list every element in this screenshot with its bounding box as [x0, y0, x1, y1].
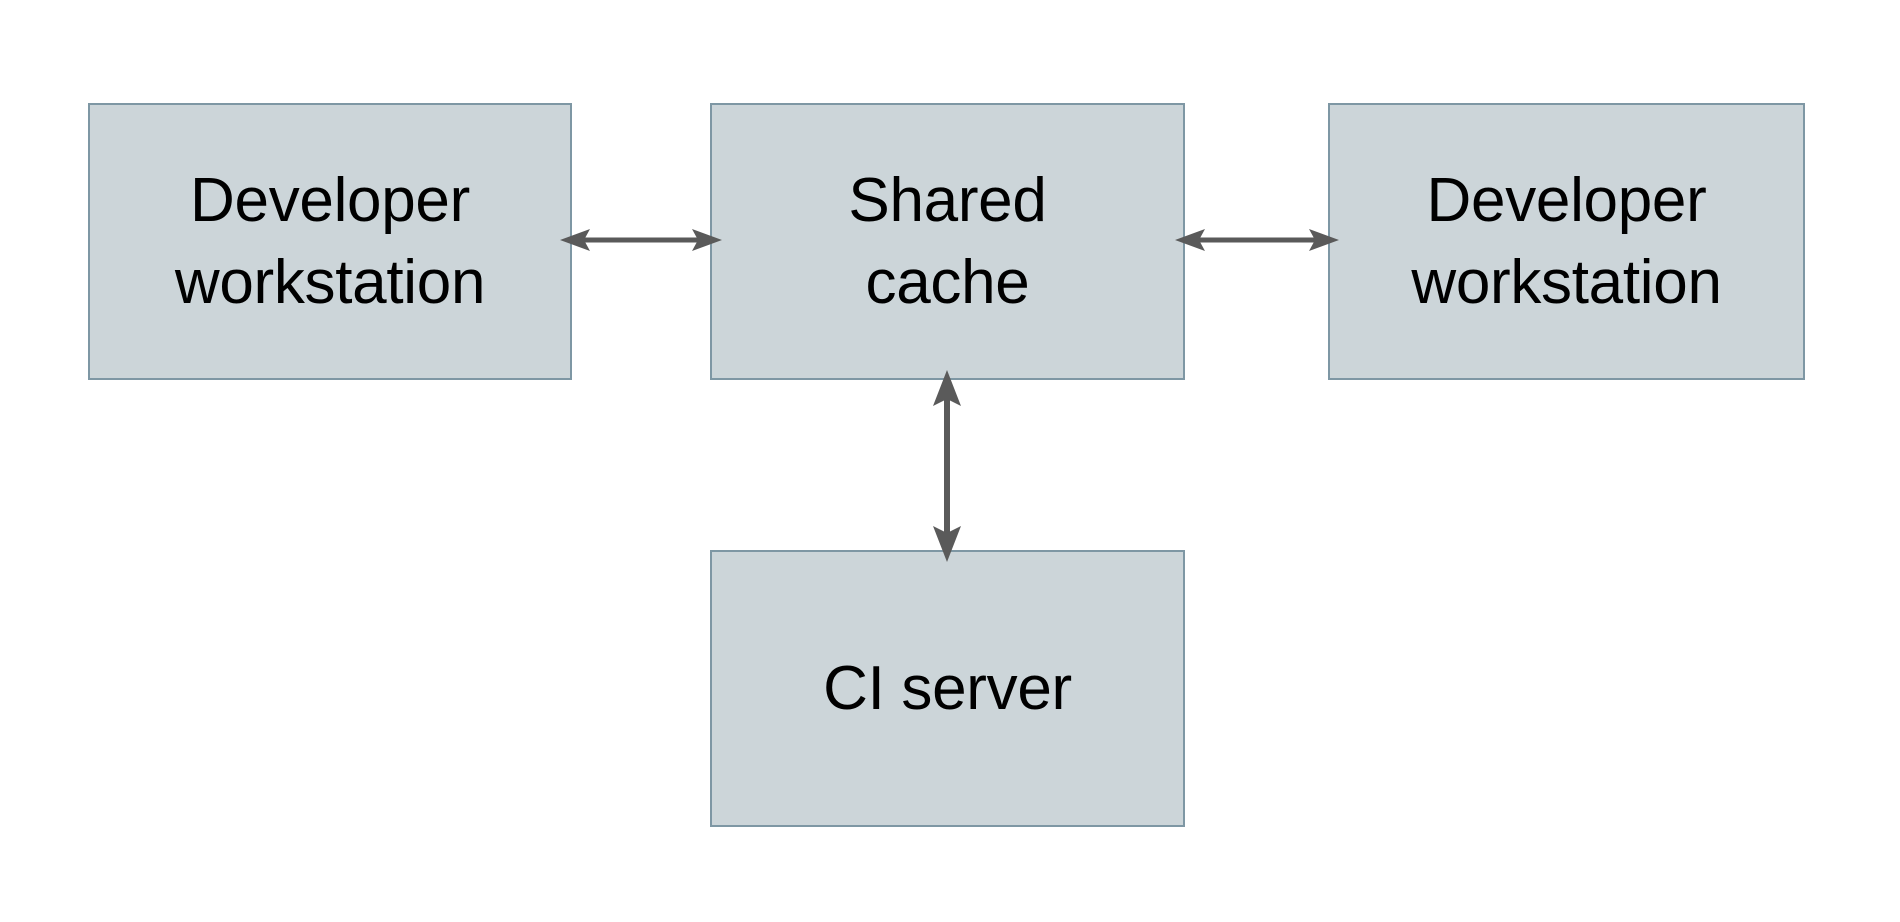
double-arrow-vertical-icon	[933, 370, 961, 562]
node-developer-workstation-left[interactable]: Developer workstation	[88, 103, 572, 380]
double-arrow-horizontal-icon	[560, 229, 722, 251]
node-label: Developer workstation	[1411, 165, 1722, 317]
node-developer-workstation-right[interactable]: Developer workstation	[1328, 103, 1805, 380]
node-label: CI server	[823, 653, 1072, 723]
node-label: Shared cache	[848, 165, 1047, 317]
double-arrow-horizontal-icon	[1175, 229, 1339, 251]
node-shared-cache[interactable]: Shared cache	[710, 103, 1185, 380]
node-ci-server[interactable]: CI server	[710, 550, 1185, 827]
connector-shared-cache-to-dev-right[interactable]	[1175, 212, 1339, 268]
connector-shared-cache-to-ci-server[interactable]	[919, 370, 975, 562]
node-label: Developer workstation	[174, 165, 486, 317]
connector-dev-left-to-shared-cache[interactable]	[560, 212, 722, 268]
